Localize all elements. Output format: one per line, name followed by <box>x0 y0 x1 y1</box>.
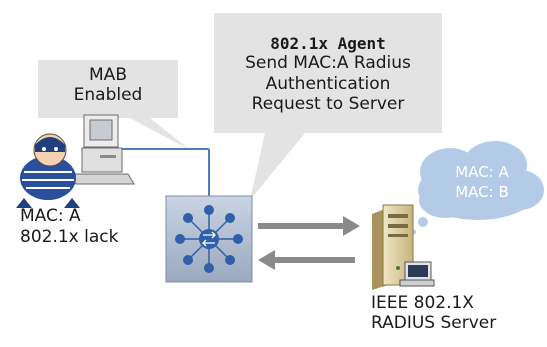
mab-line-2: Enabled <box>73 84 143 105</box>
burglar-icon <box>16 133 80 208</box>
cloud-mac-a: MAC: A <box>455 163 509 181</box>
response-arrow <box>258 250 355 270</box>
agent-title: 802.1x Agent <box>270 34 386 53</box>
agent-callout-text: 802.1x Agent Send MAC:A Radius Authentic… <box>214 34 442 114</box>
client-mac: MAC: A <box>20 206 81 226</box>
cloud-text: MAC: A MAC: B <box>432 163 532 202</box>
server-icon <box>372 204 435 290</box>
agent-callout-bubble <box>214 13 442 200</box>
cloud-bubble-large <box>418 217 428 227</box>
mab-callout-text: MAB Enabled <box>38 65 178 105</box>
computer-icon <box>69 114 135 185</box>
server-name: RADIUS Server <box>371 312 497 333</box>
agent-line-3: Request to Server <box>251 93 405 114</box>
cloud-shape <box>418 141 544 220</box>
request-arrow <box>258 216 360 236</box>
network-switch-icon <box>165 195 253 283</box>
client-label: MAC: A 802.1x lack <box>20 206 160 249</box>
server-standard: IEEE 802.1X <box>371 293 474 313</box>
server-label: IEEE 802.1X RADIUS Server <box>371 293 546 333</box>
agent-line-1: Send MAC:A Radius <box>245 53 411 74</box>
mab-line-1: MAB <box>89 65 127 85</box>
cloud-mac-b: MAC: B <box>455 182 509 201</box>
agent-line-2: Authentication <box>265 73 391 94</box>
mab-callout-bubble <box>38 60 190 150</box>
client-status: 802.1x lack <box>20 227 119 248</box>
